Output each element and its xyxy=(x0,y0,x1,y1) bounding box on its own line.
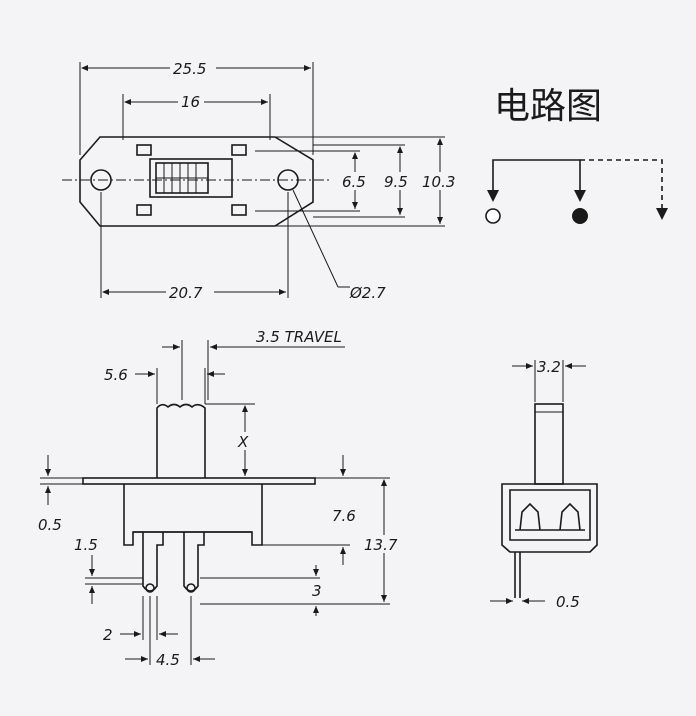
housing-outer xyxy=(501,483,598,553)
dim-overall-length: 25.5 xyxy=(173,60,206,78)
arrow-left xyxy=(487,190,499,202)
mount-hole-right xyxy=(277,169,299,191)
side-view: 3.2 0.5 xyxy=(490,358,598,611)
terminal-middle xyxy=(183,532,205,592)
flange xyxy=(82,477,316,485)
terminal-closed xyxy=(572,208,588,224)
dim-hole-spacing: 20.7 xyxy=(169,284,203,302)
pad xyxy=(231,204,247,216)
dim-pin-offset: 2 xyxy=(103,626,113,644)
actuator xyxy=(156,403,206,478)
dim-actuator-width: 5.6 xyxy=(104,366,128,384)
dim-inner-length: 16 xyxy=(181,93,200,111)
slot xyxy=(149,158,233,198)
dim-actuator-height: X xyxy=(237,433,249,451)
top-view: 25.5 16 20.7 Ø2.7 6.5 9.5 10.3 xyxy=(62,58,460,302)
contact-left xyxy=(519,502,541,531)
dim-side-actuator-width: 3.2 xyxy=(537,358,561,376)
dim-body-height: 7.6 xyxy=(332,507,356,525)
pad xyxy=(136,144,152,156)
switch-body xyxy=(123,484,263,546)
dim-pin-pitch: 4.5 xyxy=(156,651,180,669)
terminal-left xyxy=(142,532,164,592)
pad xyxy=(231,144,247,156)
circuit-diagram: 电路图 xyxy=(485,86,668,224)
housing-inner xyxy=(509,489,591,541)
circuit-title: 电路图 xyxy=(494,86,602,127)
actuator-side xyxy=(534,403,564,485)
contact-right xyxy=(559,502,581,531)
pad xyxy=(136,204,152,216)
dim-terminal-width: 1.5 xyxy=(74,536,98,554)
pin-hole xyxy=(186,583,196,593)
front-view: 3.5 TRAVEL 5.6 X 0.5 7.6 13.7 3 xyxy=(38,328,406,669)
dim-flange-thickness: 0.5 xyxy=(38,516,62,534)
dim-height-b: 9.5 xyxy=(384,173,408,191)
dim-height-a: 6.5 xyxy=(342,173,366,191)
mounting-plate xyxy=(79,136,314,227)
arrow-right xyxy=(656,208,668,220)
pin-hole xyxy=(145,583,155,593)
terminal-open xyxy=(485,208,501,224)
dim-height-c: 10.3 xyxy=(422,173,455,191)
dim-terminal-thickness: 0.5 xyxy=(556,593,580,611)
arrow-middle xyxy=(574,190,586,202)
mount-hole-left xyxy=(90,169,112,191)
circuit-wire-alt xyxy=(580,159,663,210)
dim-hole-diameter: Ø2.7 xyxy=(349,284,386,302)
dim-total-height: 13.7 xyxy=(364,536,398,554)
dim-travel: 3.5 TRAVEL xyxy=(256,328,342,346)
circuit-wire xyxy=(492,159,581,200)
dim-terminal-length: 3 xyxy=(312,582,322,600)
